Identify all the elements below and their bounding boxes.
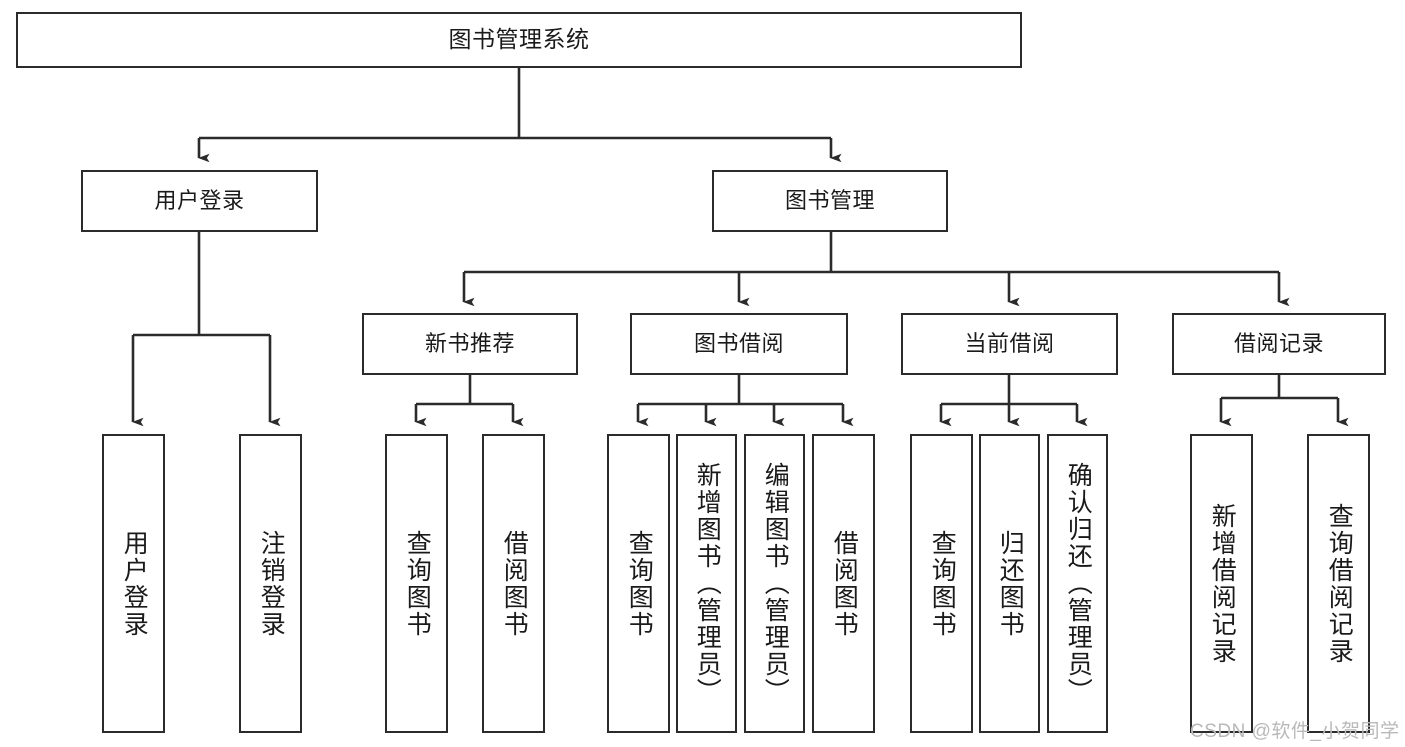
node-book-management[interactable]: 图书管理: [712, 170, 948, 232]
node-leaf-query-book-1[interactable]: 查询图书: [385, 434, 448, 733]
node-label: 借阅图书: [830, 529, 859, 638]
node-new-book-recommend[interactable]: 新书推荐: [362, 313, 578, 375]
node-borrow-record[interactable]: 借阅记录: [1172, 313, 1386, 375]
node-user-login[interactable]: 用户登录: [81, 170, 318, 232]
node-label: 新书推荐: [424, 331, 515, 357]
node-label: 确认归还（管理员）: [1064, 462, 1093, 705]
node-label: 查询图书: [625, 529, 654, 638]
node-current-borrow[interactable]: 当前借阅: [901, 313, 1118, 375]
node-label: 查询借阅记录: [1325, 502, 1354, 665]
node-label: 图书管理: [784, 188, 875, 214]
node-label: 注销登录: [257, 529, 286, 638]
node-label: 用户登录: [154, 188, 245, 214]
node-label: 借阅记录: [1233, 331, 1324, 357]
node-leaf-user-login[interactable]: 用户登录: [102, 434, 165, 733]
node-label: 图书借阅: [693, 331, 784, 357]
node-leaf-return-book[interactable]: 归还图书: [979, 434, 1040, 733]
node-label: 当前借阅: [964, 331, 1055, 357]
node-leaf-query-book-3[interactable]: 查询图书: [910, 434, 973, 733]
node-label: 新增图书（管理员）: [693, 462, 722, 705]
node-label: 查询图书: [928, 529, 957, 638]
node-leaf-query-book-2[interactable]: 查询图书: [607, 434, 670, 733]
node-leaf-edit-book[interactable]: 编辑图书（管理员）: [744, 434, 805, 733]
node-leaf-query-record[interactable]: 查询借阅记录: [1307, 434, 1370, 733]
node-label: 归还图书: [996, 529, 1025, 638]
csdn-watermark: CSDN @软件_小贺同学: [1190, 721, 1400, 742]
node-label: 借阅图书: [500, 529, 529, 638]
node-label: 用户登录: [120, 529, 149, 638]
node-leaf-confirm-return[interactable]: 确认归还（管理员）: [1047, 434, 1108, 733]
node-root-book-management-system[interactable]: 图书管理系统: [16, 12, 1022, 68]
node-book-borrow[interactable]: 图书借阅: [630, 313, 848, 375]
node-leaf-add-book[interactable]: 新增图书（管理员）: [676, 434, 737, 733]
node-label: 新增借阅记录: [1208, 502, 1237, 665]
node-leaf-borrow-book-2[interactable]: 借阅图书: [812, 434, 875, 733]
node-leaf-logout-login[interactable]: 注销登录: [239, 434, 302, 733]
node-leaf-borrow-book-1[interactable]: 借阅图书: [482, 434, 545, 733]
node-leaf-add-record[interactable]: 新增借阅记录: [1190, 434, 1253, 733]
node-label: 查询图书: [403, 529, 432, 638]
node-label: 图书管理系统: [448, 26, 590, 53]
node-label: 编辑图书（管理员）: [761, 462, 790, 705]
